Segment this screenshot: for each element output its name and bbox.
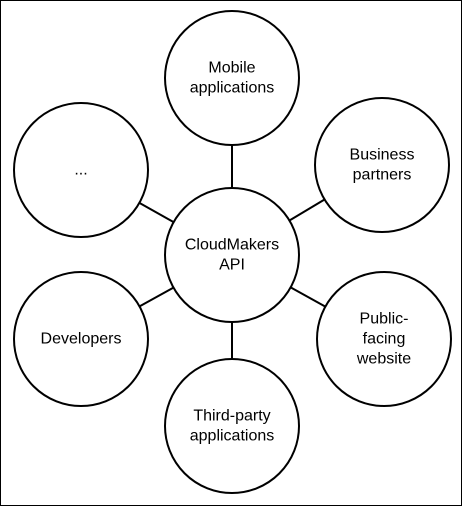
node-thirdparty-label-line: Third-party: [193, 408, 270, 425]
node-public-label-line: Public-: [360, 311, 409, 328]
node-mobile: Mobile applications: [164, 10, 300, 146]
center-node-label-line: CloudMakers: [185, 237, 279, 254]
node-business-circle: [314, 97, 450, 233]
node-more: ...: [13, 102, 149, 238]
connector-developers: [139, 286, 174, 308]
connector-public: [290, 286, 326, 308]
node-more-label-line: ...: [74, 162, 87, 179]
node-public-label-line: facing: [363, 331, 406, 348]
node-developers: Developers: [13, 271, 149, 407]
node-mobile-label-line: Mobile: [208, 60, 255, 77]
node-public-label-line: website: [356, 351, 411, 368]
connector-more: [138, 201, 175, 224]
node-thirdparty-label-line: applications: [190, 428, 275, 445]
node-thirdparty-circle: [164, 358, 300, 494]
node-business-label-line: Business: [350, 147, 415, 164]
node-business: Business partners: [314, 97, 450, 233]
node-thirdparty: Third-party applications: [164, 358, 300, 494]
node-public: Public-facing website: [316, 271, 452, 407]
node-public-circle: [316, 271, 452, 407]
node-mobile-label-line: applications: [190, 80, 275, 97]
node-developers-label-line: Developers: [41, 331, 122, 348]
node-more-circle: [13, 102, 149, 238]
node-business-label-line: partners: [353, 167, 412, 184]
center-node-circle: [164, 187, 300, 323]
node-developers-circle: [13, 271, 149, 407]
connector-business: [288, 198, 326, 222]
node-mobile-circle: [164, 10, 300, 146]
center-node-label-line: API: [219, 257, 245, 274]
